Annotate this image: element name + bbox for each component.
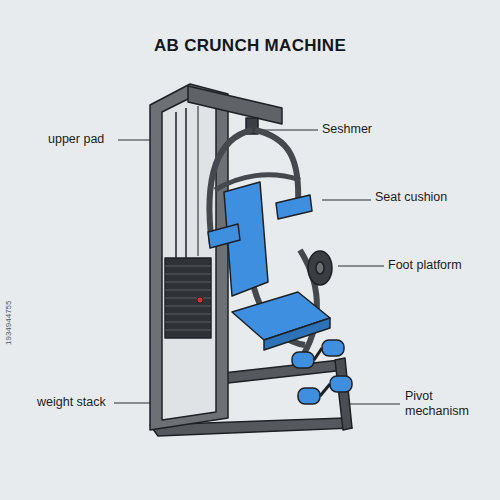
diagram-title: AB CRUNCH MACHINE bbox=[0, 36, 500, 56]
part-label: Seat cushion bbox=[375, 190, 485, 205]
weight-plate bbox=[165, 266, 211, 267]
roller-axle bbox=[314, 348, 322, 360]
upper-pad bbox=[208, 224, 240, 248]
part-label: weight stack bbox=[37, 395, 117, 410]
weight-plate bbox=[165, 330, 211, 331]
foot-roller bbox=[292, 352, 314, 368]
leader-line bbox=[338, 266, 384, 267]
foot-roller bbox=[330, 376, 352, 392]
frame-panel bbox=[150, 84, 228, 430]
base-rail bbox=[335, 358, 352, 430]
frame-opening bbox=[162, 97, 216, 420]
seat-cushion-side bbox=[264, 318, 330, 350]
roller-axle bbox=[320, 384, 330, 396]
top-crossbar bbox=[188, 86, 282, 124]
selector-pin bbox=[197, 297, 203, 303]
weight-plate bbox=[165, 322, 211, 323]
weight-disc bbox=[308, 251, 332, 285]
part-label: Seshmer bbox=[322, 122, 412, 137]
leader-line bbox=[345, 404, 400, 405]
part-label: Foot platform bbox=[388, 258, 493, 273]
part-label: upper pad bbox=[48, 132, 118, 147]
cable bbox=[198, 106, 199, 256]
weight-plate bbox=[165, 314, 211, 315]
foot-roller bbox=[322, 340, 344, 356]
watermark-number: 1934944755 bbox=[4, 301, 13, 346]
weight-stack bbox=[165, 258, 211, 338]
weight-plate bbox=[165, 306, 211, 307]
part-label: Pivot mechanism bbox=[405, 389, 485, 419]
guide-rod bbox=[185, 108, 187, 258]
weight-plate bbox=[165, 282, 211, 283]
weight-plate bbox=[165, 290, 211, 291]
weight-disc-hub bbox=[316, 262, 324, 274]
foot-roller bbox=[298, 388, 320, 404]
upper-pad bbox=[276, 195, 312, 219]
weight-plate bbox=[165, 274, 211, 275]
guide-rod bbox=[175, 112, 177, 262]
weight-plate bbox=[165, 298, 211, 299]
leader-line bbox=[322, 200, 371, 201]
